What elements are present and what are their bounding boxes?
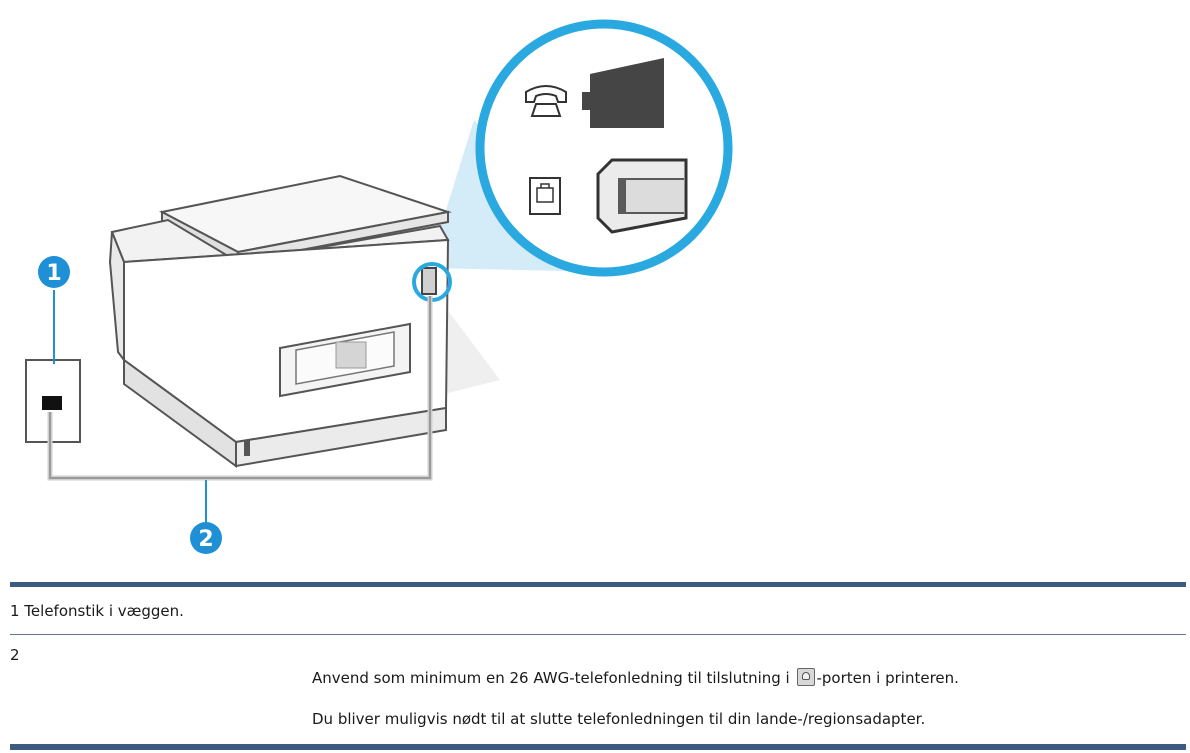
telephone-handset-icon	[525, 85, 567, 117]
wall-jack-icon	[529, 177, 561, 215]
callout-1-number: 1	[46, 261, 61, 286]
port-grey	[596, 158, 688, 234]
port-dark	[582, 58, 664, 128]
legend-row-2-line-2: Du bliver muligvis nødt til at slutte te…	[312, 710, 926, 728]
port-zoom-inset	[475, 19, 733, 277]
callout-2-number: 2	[198, 527, 213, 552]
legend-row-2-number: 2	[10, 646, 20, 664]
table-bottom-rule	[10, 744, 1186, 750]
table-top-rule	[10, 582, 1186, 587]
port-icon	[796, 668, 815, 686]
callout-2-badge	[190, 522, 222, 554]
legend-row-2-line-1-before: Anvend som minimum en 26 AWG-telefonledn…	[312, 669, 795, 687]
callout-1-badge	[38, 256, 70, 288]
printer	[108, 174, 452, 468]
legend-row-2-line-1-after: -porten i printeren.	[816, 669, 959, 687]
wall-jack	[25, 359, 81, 443]
table-row-divider	[10, 634, 1186, 635]
legend-row-1: 1 Telefonstik i væggen.	[10, 602, 184, 620]
legend-row-2-line-1: Anvend som minimum en 26 AWG-telefonledn…	[312, 668, 959, 687]
legend-table: 1 Telefonstik i væggen. 2 Anvend som min…	[10, 582, 1186, 750]
printer-connection-figure: 1 2	[25, 19, 733, 554]
